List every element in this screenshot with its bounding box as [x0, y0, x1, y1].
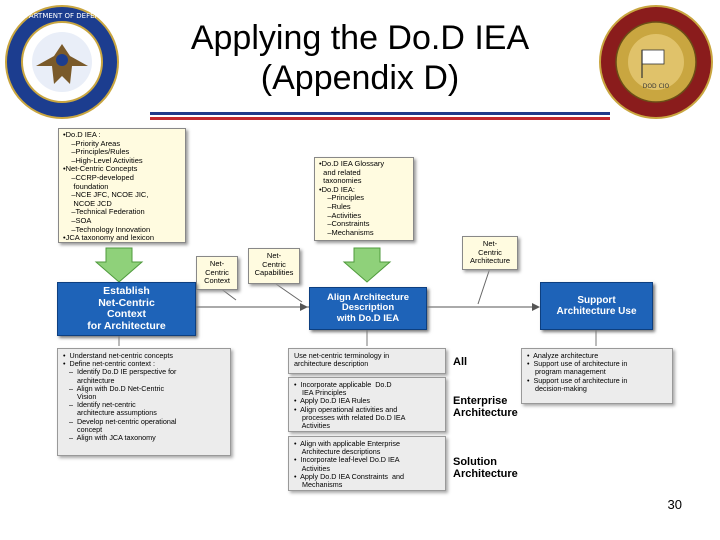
title-rule-blue	[150, 112, 610, 115]
detail-align-solution: • Align with applicable Enterprise Archi…	[288, 436, 446, 491]
flow-arrowhead-2	[532, 303, 540, 311]
detail-align-enterprise: • Incorporate applicable Do.D IEA Princi…	[288, 377, 446, 432]
green-arrow-center	[342, 247, 392, 283]
process-support-architecture-use: Support Architecture Use	[540, 282, 653, 330]
callout-net-centric-architecture: Net- Centric Architecture	[462, 236, 518, 270]
callout-net-centric-context: Net- Centric Context	[196, 256, 238, 290]
green-arrow-left	[94, 247, 144, 283]
detail-support: • Analyze architecture • Support use of …	[521, 348, 673, 404]
page-number: 30	[667, 497, 682, 512]
callout-net-centric-capabilities: Net- Centric Capabilities	[248, 248, 300, 284]
title-rule-red	[150, 117, 610, 120]
process-establish-context: Establish Net-Centric Context for Archit…	[57, 282, 196, 336]
detail-establish: • Understand net-centric concepts • Defi…	[57, 348, 231, 456]
detail-align-all: Use net-centric terminology in architect…	[288, 348, 446, 374]
flow-arrowhead-1	[300, 303, 308, 311]
tier-label-solution: Solution Architecture	[453, 456, 518, 480]
note-glossary: •Do.D IEA Glossary and related taxonomie…	[314, 157, 414, 241]
tier-label-enterprise: Enterprise Architecture	[453, 395, 518, 419]
note-dod-iea-concepts: •Do.D IEA : –Priority Areas –Principles/…	[58, 128, 186, 243]
process-align-architecture: Align Architecture Description with Do.D…	[309, 287, 427, 330]
page-title: Applying the Do.D IEA (Appendix D)	[190, 19, 530, 97]
tier-label-all: All	[453, 356, 468, 368]
